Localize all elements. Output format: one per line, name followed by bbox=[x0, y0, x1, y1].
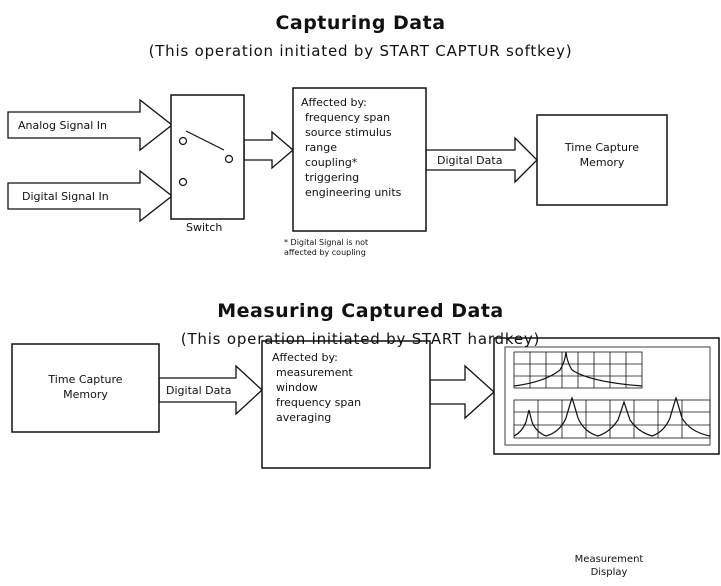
analog-signal-arrow bbox=[7, 98, 174, 152]
switch-contact-right bbox=[224, 154, 234, 164]
measuring-captured-data-subtitle: (This operation initiated by START hardk… bbox=[180, 330, 541, 348]
switch-label: Switch bbox=[186, 221, 223, 234]
affected-item-1-1: frequency span bbox=[305, 111, 391, 124]
switch-lever bbox=[185, 130, 225, 151]
affected-box-1 bbox=[292, 87, 427, 232]
upper-trace-grid bbox=[513, 351, 643, 389]
affected-item-1-5: triggering bbox=[305, 171, 360, 184]
display-input-arrow bbox=[429, 364, 495, 420]
affected-item-2-2: window bbox=[276, 381, 318, 394]
display-screen bbox=[504, 346, 711, 446]
affected-item-1-6: engineering units bbox=[305, 186, 402, 199]
affected-item-1-4: coupling* bbox=[305, 156, 358, 169]
measurement-display-frame bbox=[493, 337, 720, 455]
switch-contact-top bbox=[178, 136, 188, 146]
affected-item-2-3: frequency span bbox=[276, 396, 362, 409]
lower-trace-curve bbox=[513, 396, 711, 437]
affected-item-2-4: averaging bbox=[276, 411, 332, 424]
digital-signal-label: Digital Signal In bbox=[22, 190, 109, 203]
affected-item-1-3: range bbox=[305, 141, 337, 154]
capturing-data-title: Capturing Data bbox=[275, 12, 446, 34]
coupling-footnote: * Digital Signal is not affected by coup… bbox=[284, 238, 369, 257]
upper-trace-curve bbox=[513, 351, 643, 387]
switch-box bbox=[170, 94, 245, 220]
switch-contact-bottom bbox=[178, 177, 188, 187]
capturing-data-subtitle: (This operation initiated by START CAPTU… bbox=[148, 42, 573, 60]
affected-item-1-2: source stimulus bbox=[305, 126, 392, 139]
measuring-captured-data-title: Measuring Captured Data bbox=[217, 300, 504, 322]
switch-output-arrow bbox=[243, 130, 294, 170]
time-capture-memory-label-1: Time Capture Memory bbox=[564, 141, 640, 169]
time-capture-memory-box-1 bbox=[536, 114, 668, 206]
digital-data-arrow-1 bbox=[425, 136, 538, 184]
analog-signal-label: Analog Signal In bbox=[18, 119, 108, 132]
affected-by-title-2: Affected by: bbox=[272, 351, 338, 364]
digital-signal-arrow bbox=[7, 169, 174, 223]
digital-data-arrow-2 bbox=[158, 364, 263, 416]
digital-data-label-2: Digital Data bbox=[166, 384, 232, 397]
time-capture-memory-label-2: Time Capture Memory bbox=[48, 373, 123, 401]
affected-item-2-1: measurement bbox=[276, 366, 353, 379]
time-capture-memory-box-2 bbox=[11, 343, 160, 433]
lower-trace-grid bbox=[513, 399, 711, 439]
affected-by-title-1: Affected by: bbox=[301, 96, 367, 109]
affected-box-2 bbox=[261, 340, 431, 469]
digital-data-label-1: Digital Data bbox=[437, 154, 503, 167]
measurement-display-label: Measurement Display bbox=[574, 554, 644, 578]
